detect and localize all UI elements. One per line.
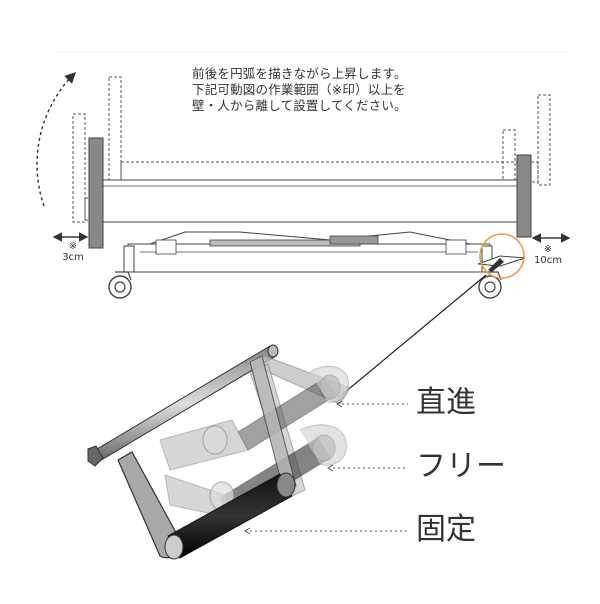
headboard — [88, 137, 104, 249]
foot-clearance-label: ※ 10cm — [528, 244, 568, 266]
fixed-roller-end — [164, 534, 184, 560]
base-frame — [127, 243, 491, 273]
footboard-ghost-upper — [537, 94, 551, 186]
motion-arc-arrow — [36, 72, 76, 207]
headboard-ghost-lower — [72, 113, 86, 223]
mattress-deck — [102, 179, 522, 223]
head-clearance-value: 3cm — [62, 252, 84, 263]
caster-lever-zoom — [87, 344, 351, 560]
installation-note: 前後を円弧を描きながら上昇します。 下記可動図の作業範囲（※印）以上を 壁・人か… — [192, 66, 492, 114]
footboard — [516, 154, 532, 238]
head-clearance-mark: ※ — [68, 241, 78, 252]
foot-clearance-value: 10cm — [534, 255, 562, 266]
headboard-ghost-upper — [108, 76, 122, 188]
caster-highlight-circle — [479, 233, 525, 279]
mode-label-straight: 直進 — [416, 385, 476, 420]
deck-ghost-upper — [120, 161, 539, 183]
foot-clearance-mark: ※ — [543, 244, 553, 255]
note-line-2: 下記可動図の作業範囲（※印）以上を — [192, 82, 406, 97]
note-line-1: 前後を円弧を描きながら上昇します。 — [192, 66, 407, 81]
mode-label-fixed: 固定 — [416, 512, 476, 547]
note-line-3: 壁・人から離して設置してください。 — [192, 98, 407, 113]
mode-label-free: フリー — [416, 449, 506, 484]
head-clearance-label: ※ 3cm — [58, 241, 88, 263]
zoom-leader-line — [337, 274, 487, 399]
